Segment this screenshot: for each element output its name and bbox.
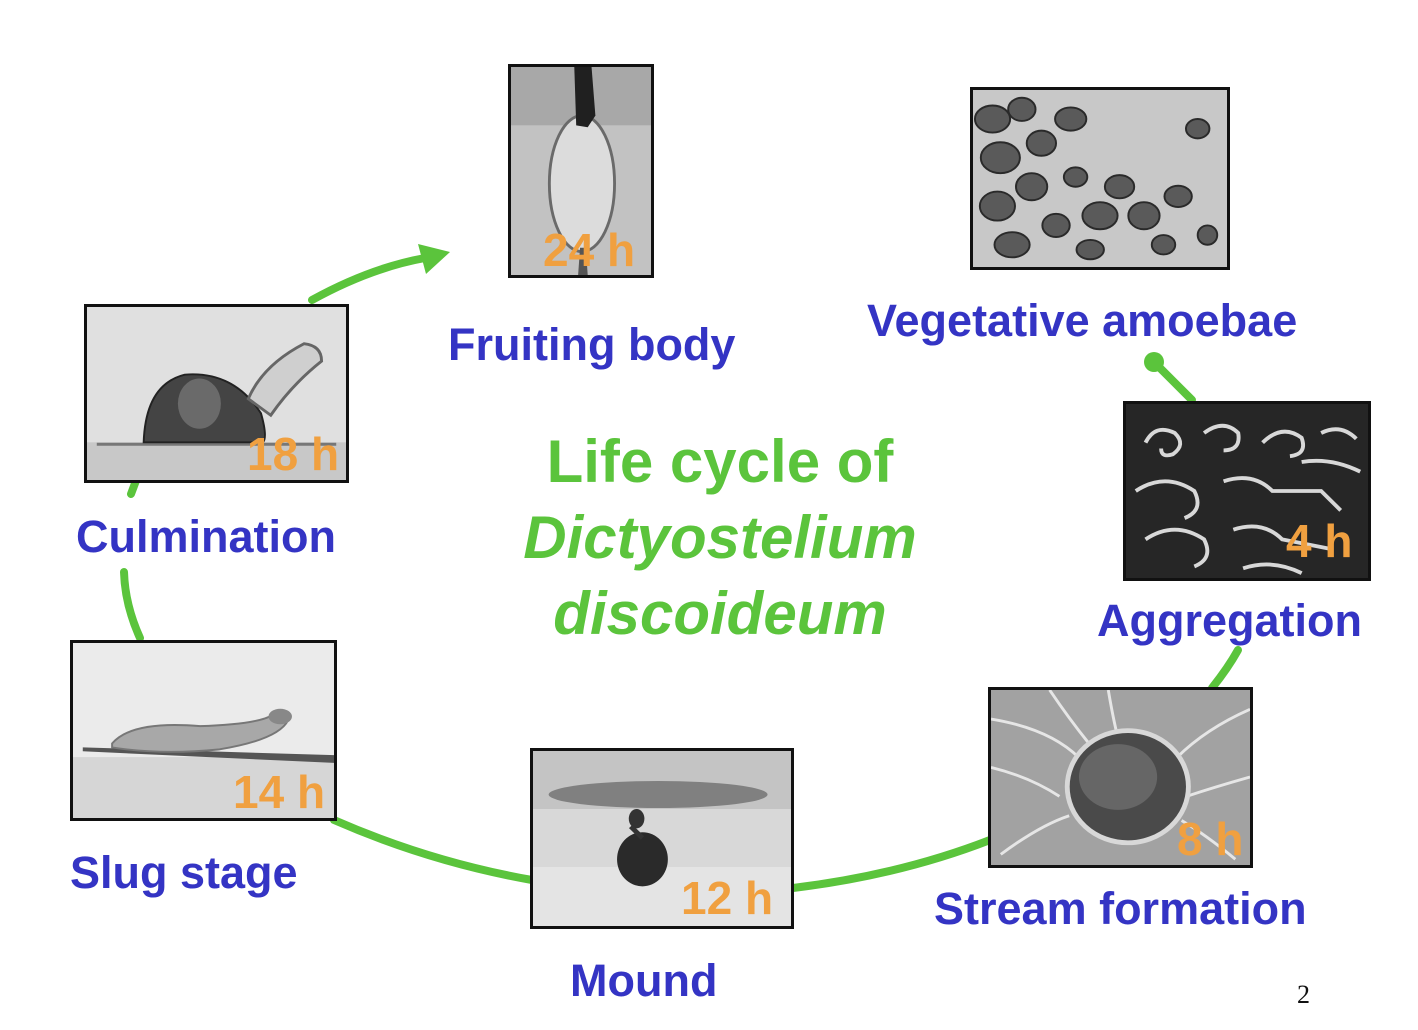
stream-formation-image: 8 h <box>988 687 1253 868</box>
arrowhead-vegetative <box>1144 352 1164 372</box>
time-label-24h: 24 h <box>543 224 636 276</box>
mound-image: 12 h <box>530 748 794 929</box>
title-line-3: discoideum <box>553 580 887 647</box>
aggregation-drawing <box>1126 404 1368 578</box>
vegetative-amoebae-image <box>970 87 1230 270</box>
vegetative-amoebae-drawing <box>973 90 1227 267</box>
fruiting-body-image: 24 h <box>508 64 654 278</box>
time-label-12h: 12 h <box>681 872 774 924</box>
mound-drawing <box>533 751 791 926</box>
fruiting-body-drawing <box>511 67 651 275</box>
label-aggregation: Aggregation <box>1097 595 1362 646</box>
label-slug-stage: Slug stage <box>70 847 298 898</box>
arc-aggregation-to-stream <box>1208 646 1242 692</box>
arc-aggregation-to-vegetative <box>1154 362 1196 404</box>
time-label-4h: 4 h <box>1286 515 1353 567</box>
culmination-image: 18 h <box>84 304 349 483</box>
title-line-2: Dictyostelium <box>523 504 917 571</box>
label-fruiting-body: Fruiting body <box>448 319 736 370</box>
time-label-8h: 8 h <box>1177 813 1244 865</box>
arc-culmination-to-fruiting <box>308 254 429 304</box>
culmination-drawing <box>87 307 346 480</box>
stream-formation-drawing <box>991 690 1250 865</box>
label-stream-formation: Stream formation <box>934 883 1307 934</box>
aggregation-image: 4 h <box>1123 401 1371 581</box>
time-label-14h: 14 h <box>233 766 326 818</box>
arc-mound-to-slug <box>330 816 536 884</box>
slug-stage-drawing <box>73 643 334 818</box>
slug-stage-image: 14 h <box>70 640 337 821</box>
label-vegetative-amoebae: Vegetative amoebae <box>867 295 1298 346</box>
page-number: 2 <box>1297 980 1310 1009</box>
arrowhead-fruiting <box>418 244 450 274</box>
time-label-18h: 18 h <box>247 428 340 480</box>
label-culmination: Culmination <box>76 511 336 562</box>
arc-slug-to-culmination-lower <box>120 568 144 642</box>
title-line-1: Life cycle of <box>546 428 894 495</box>
label-mound: Mound <box>570 955 718 1006</box>
arc-stream-to-mound <box>789 836 994 892</box>
